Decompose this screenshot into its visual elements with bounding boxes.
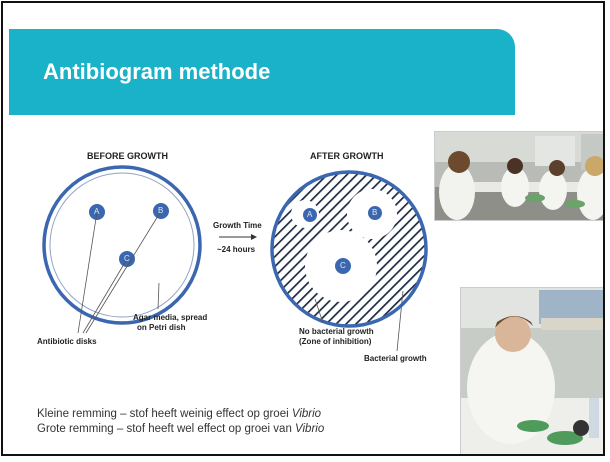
bacterial-growth-label: Bacterial growth (364, 354, 427, 363)
caption-line-1-text: Kleine remming – stof heeft weinig effec… (37, 408, 292, 420)
before-growth-heading: BEFORE GROWTH (87, 151, 168, 161)
disk-c-after-letter: C (340, 261, 346, 270)
disk-a-after-letter: A (307, 210, 313, 219)
title-banner: Antibiogram methode (9, 29, 515, 113)
caption-line-2: Grote remming – stof heeft wel effect op… (37, 422, 324, 437)
before-agar (49, 172, 195, 318)
disk-c-after (335, 258, 351, 274)
title-underline (9, 113, 515, 115)
bottom-accent-line (3, 454, 523, 456)
lab-students-photo (434, 131, 603, 221)
caption-line-2-text: Grote remming – stof heeft wel effect op… (37, 423, 296, 435)
disk-b-after-letter: B (372, 208, 378, 217)
after-growth-heading: AFTER GROWTH (310, 151, 384, 161)
caption: Kleine remming – stof heeft weinig effec… (37, 407, 324, 437)
disk-b-letter: B (158, 206, 164, 215)
caption-line-1-italic: Vibrio (291, 408, 322, 420)
antibiogram-diagram: A B C A B C BEFORE GROWTH AFTER GROWTH G… (23, 141, 443, 386)
slide-title: Antibiogram methode (43, 59, 271, 84)
growth-duration-label: ~24 hours (217, 245, 256, 254)
no-growth-label-line2: (Zone of inhibition) (299, 337, 372, 346)
growth-arrow (219, 234, 257, 240)
agar-label-line2: on Petri dish (137, 323, 186, 332)
disk-a-letter: A (94, 207, 100, 216)
growth-time-label: Growth Time (213, 221, 262, 230)
antibiotic-disks-label: Antibiotic disks (37, 337, 97, 346)
agar-label-line1: Agar media, spread (133, 313, 208, 322)
after-dish (270, 170, 428, 352)
caption-line-2-italic: Vibrio (295, 423, 325, 435)
slide: Antibiogram methode (1, 1, 605, 456)
disk-c-letter: C (124, 254, 130, 263)
no-growth-label-line1: No bacterial growth (299, 327, 374, 336)
disk-b-after (368, 206, 382, 220)
disk-a-after (303, 208, 317, 222)
before-dish (42, 165, 202, 334)
caption-line-1: Kleine remming – stof heeft weinig effec… (37, 407, 324, 422)
diagram-graphic (42, 165, 428, 352)
student-petri-dish-photo (460, 287, 603, 454)
